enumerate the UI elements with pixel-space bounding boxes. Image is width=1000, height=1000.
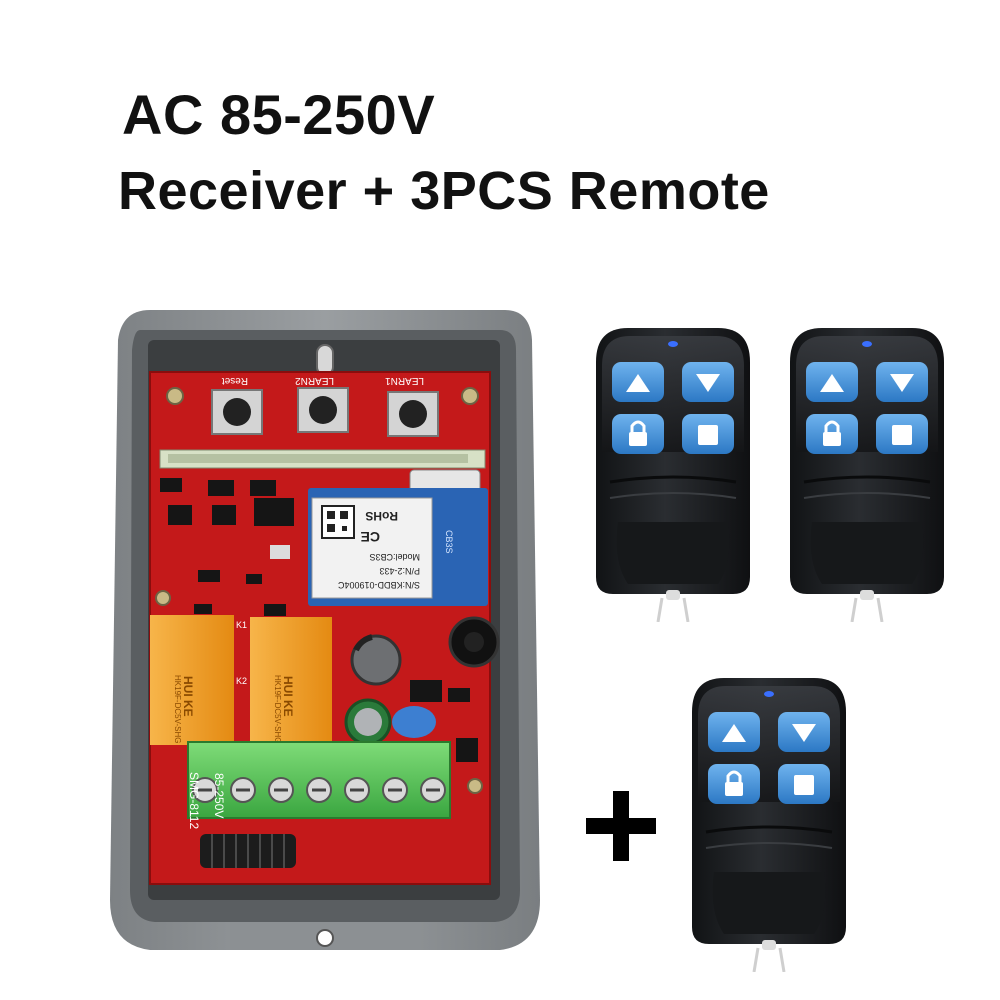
learn-buttons [211, 387, 439, 437]
plus-sign [586, 791, 656, 861]
rohs-label: RoHS [365, 509, 398, 523]
remote-control-3 [690, 676, 848, 972]
relay-k2: HUI KE HK19F-DC5V-SHG [250, 617, 332, 745]
learn1-label: LEARN1 [385, 375, 424, 386]
relay-k2-label: K2 [236, 676, 247, 686]
relay-k1-brand: HUI KE [181, 676, 195, 717]
relay-k2-brand: HUI KE [281, 676, 295, 717]
receiver-unit: Reset LEARN2 LEARN1 RoHS CE Model:CB3S P… [110, 310, 540, 950]
relay-k1-model: HK19F-DC5V-SHG [173, 675, 182, 743]
module-side-label: CB3S [444, 530, 454, 554]
remote-control-2 [788, 326, 946, 622]
board-label: SMG-8112 [187, 772, 201, 829]
reset-label: Reset [222, 375, 248, 386]
learn2-label: LEARN2 [295, 375, 334, 386]
relay-k1: HUI KE HK19F-DC5V-SHG [150, 615, 234, 745]
module-pn: P/N:2-433 [379, 566, 420, 576]
headline-voltage: AC 85-250V [122, 83, 436, 146]
remote-control-1 [594, 326, 752, 622]
module-sn: S/N:KBDD-019004C [337, 580, 420, 590]
module-model: Model:CB3S [369, 552, 420, 562]
terminal-block [187, 741, 451, 819]
relay-k1-label: K1 [236, 620, 247, 630]
antenna-coil [200, 834, 296, 868]
voltage-label: 85-250V [212, 773, 226, 818]
ce-mark: CE [361, 529, 380, 545]
headline-package: Receiver + 3PCS Remote [118, 161, 770, 221]
relay-k2-model: HK19F-DC5V-SHG [273, 675, 282, 743]
wifi-module: RoHS CE Model:CB3S P/N:2-433 S/N:KBDD-01… [308, 488, 488, 606]
